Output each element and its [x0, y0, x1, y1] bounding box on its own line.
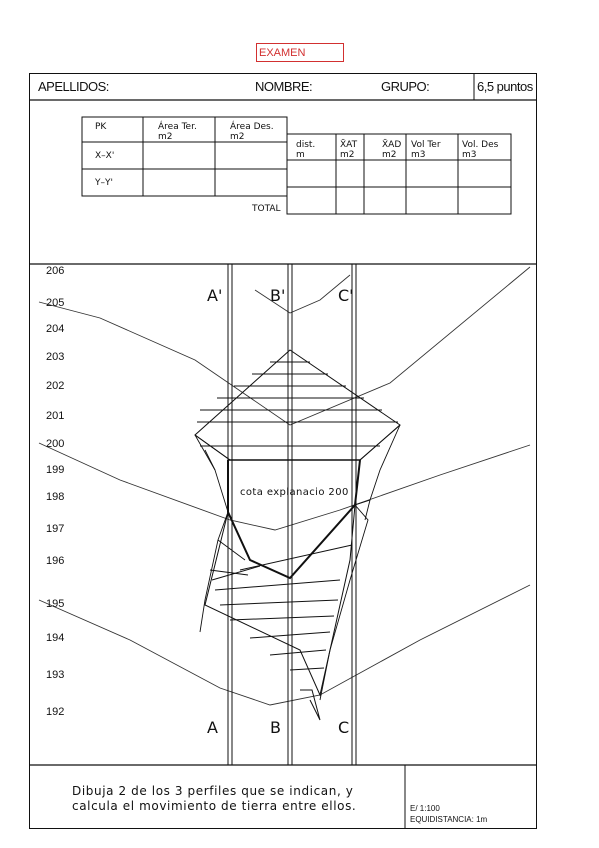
elevation-label: 194 — [46, 632, 65, 644]
platform-elevation-label: cota explanacio 200 — [240, 487, 349, 498]
area-table-subheader-ter: m2 — [158, 132, 173, 142]
equidistancia-label: EQUIDISTANCIA: 1m — [410, 815, 488, 824]
elevation-label: 195 — [46, 598, 65, 610]
apellidos-label: APELLIDOS: — [38, 79, 109, 94]
vol-table-header-xat: X̄AT — [340, 140, 358, 150]
vol-table-header-vol-des: Vol. Des — [462, 140, 499, 150]
puntos-label: 6,5 puntos — [477, 79, 533, 94]
platform-outline — [227, 459, 361, 580]
area-table-row-y: Y–Y' — [95, 178, 113, 188]
grupo-label: GRUPO: — [381, 79, 430, 94]
vol-table-subheader-xad: m2 — [382, 150, 397, 160]
elevation-label: 203 — [46, 351, 65, 363]
area-table-header-pk: PK — [95, 122, 107, 132]
vol-table-header-dist: dist. — [296, 140, 316, 150]
cut-slope-lower — [204, 503, 356, 721]
area-table-header-area-des: Área Des. — [230, 122, 274, 132]
vol-table-subheader-dist: m — [296, 150, 305, 160]
elevation-label: 202 — [46, 380, 65, 392]
elevation-label: 205 — [46, 297, 65, 309]
elevation-label: 206 — [46, 265, 65, 277]
fill-slope-upper — [194, 349, 401, 461]
vol-table-subheader-xat: m2 — [340, 150, 355, 160]
elevation-label: 198 — [46, 491, 65, 503]
area-table-subheader-des: m2 — [230, 132, 245, 142]
side-slopes — [194, 424, 401, 701]
nombre-label: NOMBRE: — [255, 79, 313, 94]
area-table-row-x: X–X' — [95, 151, 115, 161]
vol-table-subheader-vol-ter: m3 — [411, 150, 426, 160]
elevation-label: 199 — [46, 464, 65, 476]
elevation-label: 201 — [46, 410, 65, 422]
vol-table-subheader-vol-des: m3 — [462, 150, 477, 160]
elevation-label: 200 — [46, 438, 65, 450]
profile-label-b: B — [270, 718, 281, 737]
elevation-label: 196 — [46, 555, 65, 567]
area-table-header-area-ter: Área Ter. — [158, 122, 197, 132]
elevation-label: 192 — [46, 706, 65, 718]
exam-badge: EXAMEN — [256, 43, 344, 62]
scale-label: E/ 1:100 — [410, 804, 440, 813]
vol-table-header-xad: X̄AD — [382, 140, 402, 150]
profile-label-b-prime: B' — [270, 286, 286, 305]
profile-lines — [227, 264, 357, 765]
elevation-label: 197 — [46, 523, 65, 535]
vol-table-total-label: TOTAL — [252, 204, 281, 214]
vol-table-header-vol-ter: Vol Ter — [411, 140, 441, 150]
elevation-label: 193 — [46, 669, 65, 681]
profile-label-c: C — [338, 718, 350, 737]
profile-label-c-prime: C' — [338, 286, 354, 305]
profile-label-a-prime: A' — [207, 286, 223, 305]
instructions-line-2: calcula el movimiento de tierra entre el… — [72, 799, 357, 813]
contour-lines — [38, 266, 531, 706]
instructions-line-1: Dibuja 2 de los 3 perfiles que se indica… — [72, 784, 354, 798]
elevation-label: 204 — [46, 323, 65, 335]
profile-label-a: A — [207, 718, 218, 737]
exam-sheet — [29, 73, 537, 829]
